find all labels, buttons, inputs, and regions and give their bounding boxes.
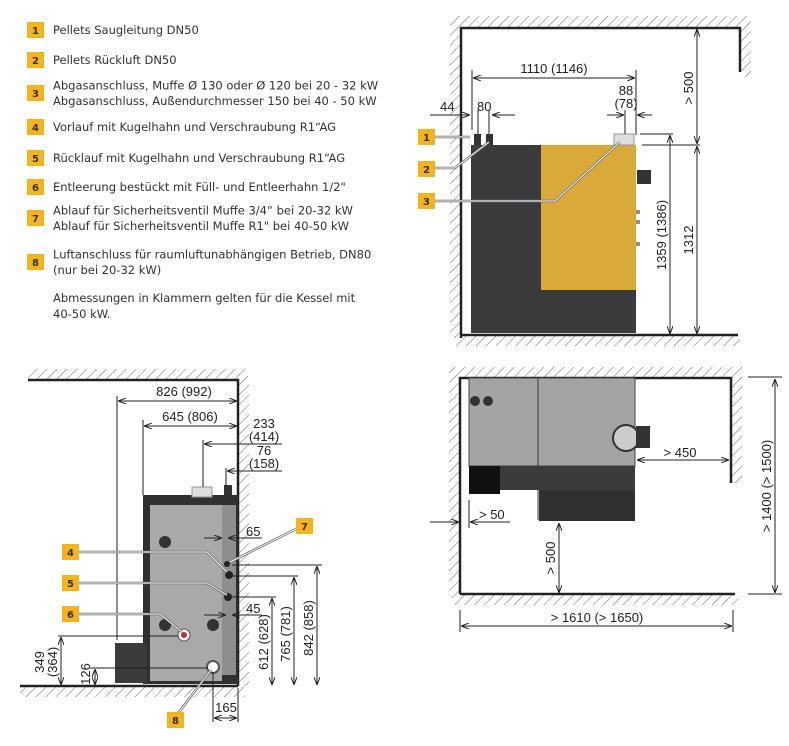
legend-item: 5 Rücklauf mit Kugelhahn und Verschraubun… [27,150,345,166]
dim-76: 76 [257,443,271,458]
legend-number: 1 [32,26,39,37]
legend-text: Pellets Rückluft DN50 [53,53,177,67]
dimension-note: 40-50 kW. [53,307,110,321]
legend-badge [27,52,44,68]
pellet-hopper [471,145,541,333]
callout-number: 5 [67,579,74,590]
dim-126: 126 [78,663,93,685]
legend-badge [27,22,44,38]
dimension-note: Abmessungen in Klammern gelten für die K… [53,291,356,305]
dim-1312: 1312 [681,226,696,255]
legend-item: 8 Luftanschluss für raumluftunabhängigen … [27,247,371,277]
callout-number: 1 [423,133,430,144]
legend-number: 6 [32,183,39,194]
legend-item: 7 Ablauf für Sicherheitsventil Muffe 3/4“… [27,203,353,233]
callout-4: 4 [62,544,79,560]
legend-number: 8 [32,258,39,269]
dim-842: 842 (858) [301,600,316,656]
callout-number: 8 [172,716,179,727]
legend-item: 4 Vorlauf mit Kugelhahn und Verschraubung… [27,119,336,135]
legend-text: (nur bei 20-32 kW) [53,263,161,277]
dim-612: 612 (628) [256,614,271,670]
legend-number: 7 [32,214,39,225]
dim-80: 80 [477,99,491,114]
legend-item: 6 Entleerung bestückt mit Füll- und Entle… [27,179,346,195]
callout-7: 7 [296,518,313,534]
dim-45: 45 [246,601,260,616]
legend-text: Abgasanschluss, Muffe Ø 130 oder Ø 120 b… [53,78,378,92]
dim-233: 233 [253,416,275,431]
callout-6: 6 [62,606,79,622]
dim-65: 65 [246,524,260,539]
dim-645: 645 (806) [162,409,218,424]
dim-1400: > 1400 (> 1500) [759,440,774,533]
legend-text: Abgasanschluss, Außendurchmesser 150 bei… [53,94,377,108]
legend-text: Luftanschluss für raumluftunabhängigen B… [53,247,371,261]
dim-826: 826 (992) [156,384,212,399]
callout-number: 2 [423,165,430,176]
dim-158: (158) [249,456,279,471]
callout-2: 2 [418,161,435,177]
dim-44: 44 [440,99,454,114]
dim-78: (78) [614,96,637,111]
legend-text: Rücklauf mit Kugelhahn und Verschraubung… [53,151,345,165]
side-view: 1110 (1146) 44 80 88 (78) > 500 1312 135… [430,16,751,346]
callout-number: 4 [67,548,74,559]
legend-badge [27,179,44,195]
boiler-body [150,505,222,681]
dim-1359: 1359 (1386) [654,200,669,270]
legend-badge [27,150,44,166]
legend-text: Vorlauf mit Kugelhahn und Verschraubung … [53,120,336,134]
dim-165: 165 [215,700,237,715]
legend-text: Ablauf für Sicherheitsventil Muffe 3/4“ … [53,203,353,217]
dim-88: 88 [619,83,633,98]
legend-number: 4 [32,123,39,134]
callout-number: 3 [423,197,430,208]
top-view: > 450 > 50 > 500 > 1400 (> 1500) > 1610 … [430,367,782,632]
callout-5: 5 [62,575,79,591]
legend-item: 1 Pellets Saugleitung DN50 [27,22,199,38]
callout-number: 7 [301,522,308,533]
dim-349: 349 [32,651,47,673]
dim-450: > 450 [664,445,697,460]
dim-50: > 50 [479,507,505,522]
callout-1: 1 [418,129,435,145]
dim-top-clearance: > 500 [681,72,696,105]
legend-badge [27,254,44,270]
callout-8: 8 [167,712,184,728]
legend-text: Entleerung bestückt mit Füll- und Entlee… [53,180,346,194]
legend-number: 5 [32,154,39,165]
boiler-casing [541,145,636,290]
callout-3: 3 [418,193,435,209]
legend-badge [27,85,44,101]
dim-414: (414) [249,429,279,444]
legend-text: Pellets Saugleitung DN50 [53,23,199,37]
dim-width: 1110 (1146) [520,61,587,76]
dim-364: (364) [45,647,60,677]
callout-number: 6 [67,610,74,621]
legend-item: 3 Abgasanschluss, Muffe Ø 130 oder Ø 120 … [27,78,378,108]
dim-500: > 500 [543,542,558,575]
legend-text: Ablauf für Sicherheitsventil Muffe R1" b… [53,219,349,233]
legend-number: 2 [32,56,39,67]
legend-number: 3 [32,89,39,100]
legend-badge [27,119,44,135]
legend-badge [27,210,44,226]
legend: 1 Pellets Saugleitung DN50 2 Pellets Rücklu… [27,22,378,321]
front-view: 826 (992) 645 (806) 233 (414) 76 (158) 6… [20,369,322,722]
dim-765: 765 (781) [278,606,293,662]
dim-1610: > 1610 (> 1650) [551,610,644,625]
legend-item: 2 Pellets Rückluft DN50 [27,52,177,68]
